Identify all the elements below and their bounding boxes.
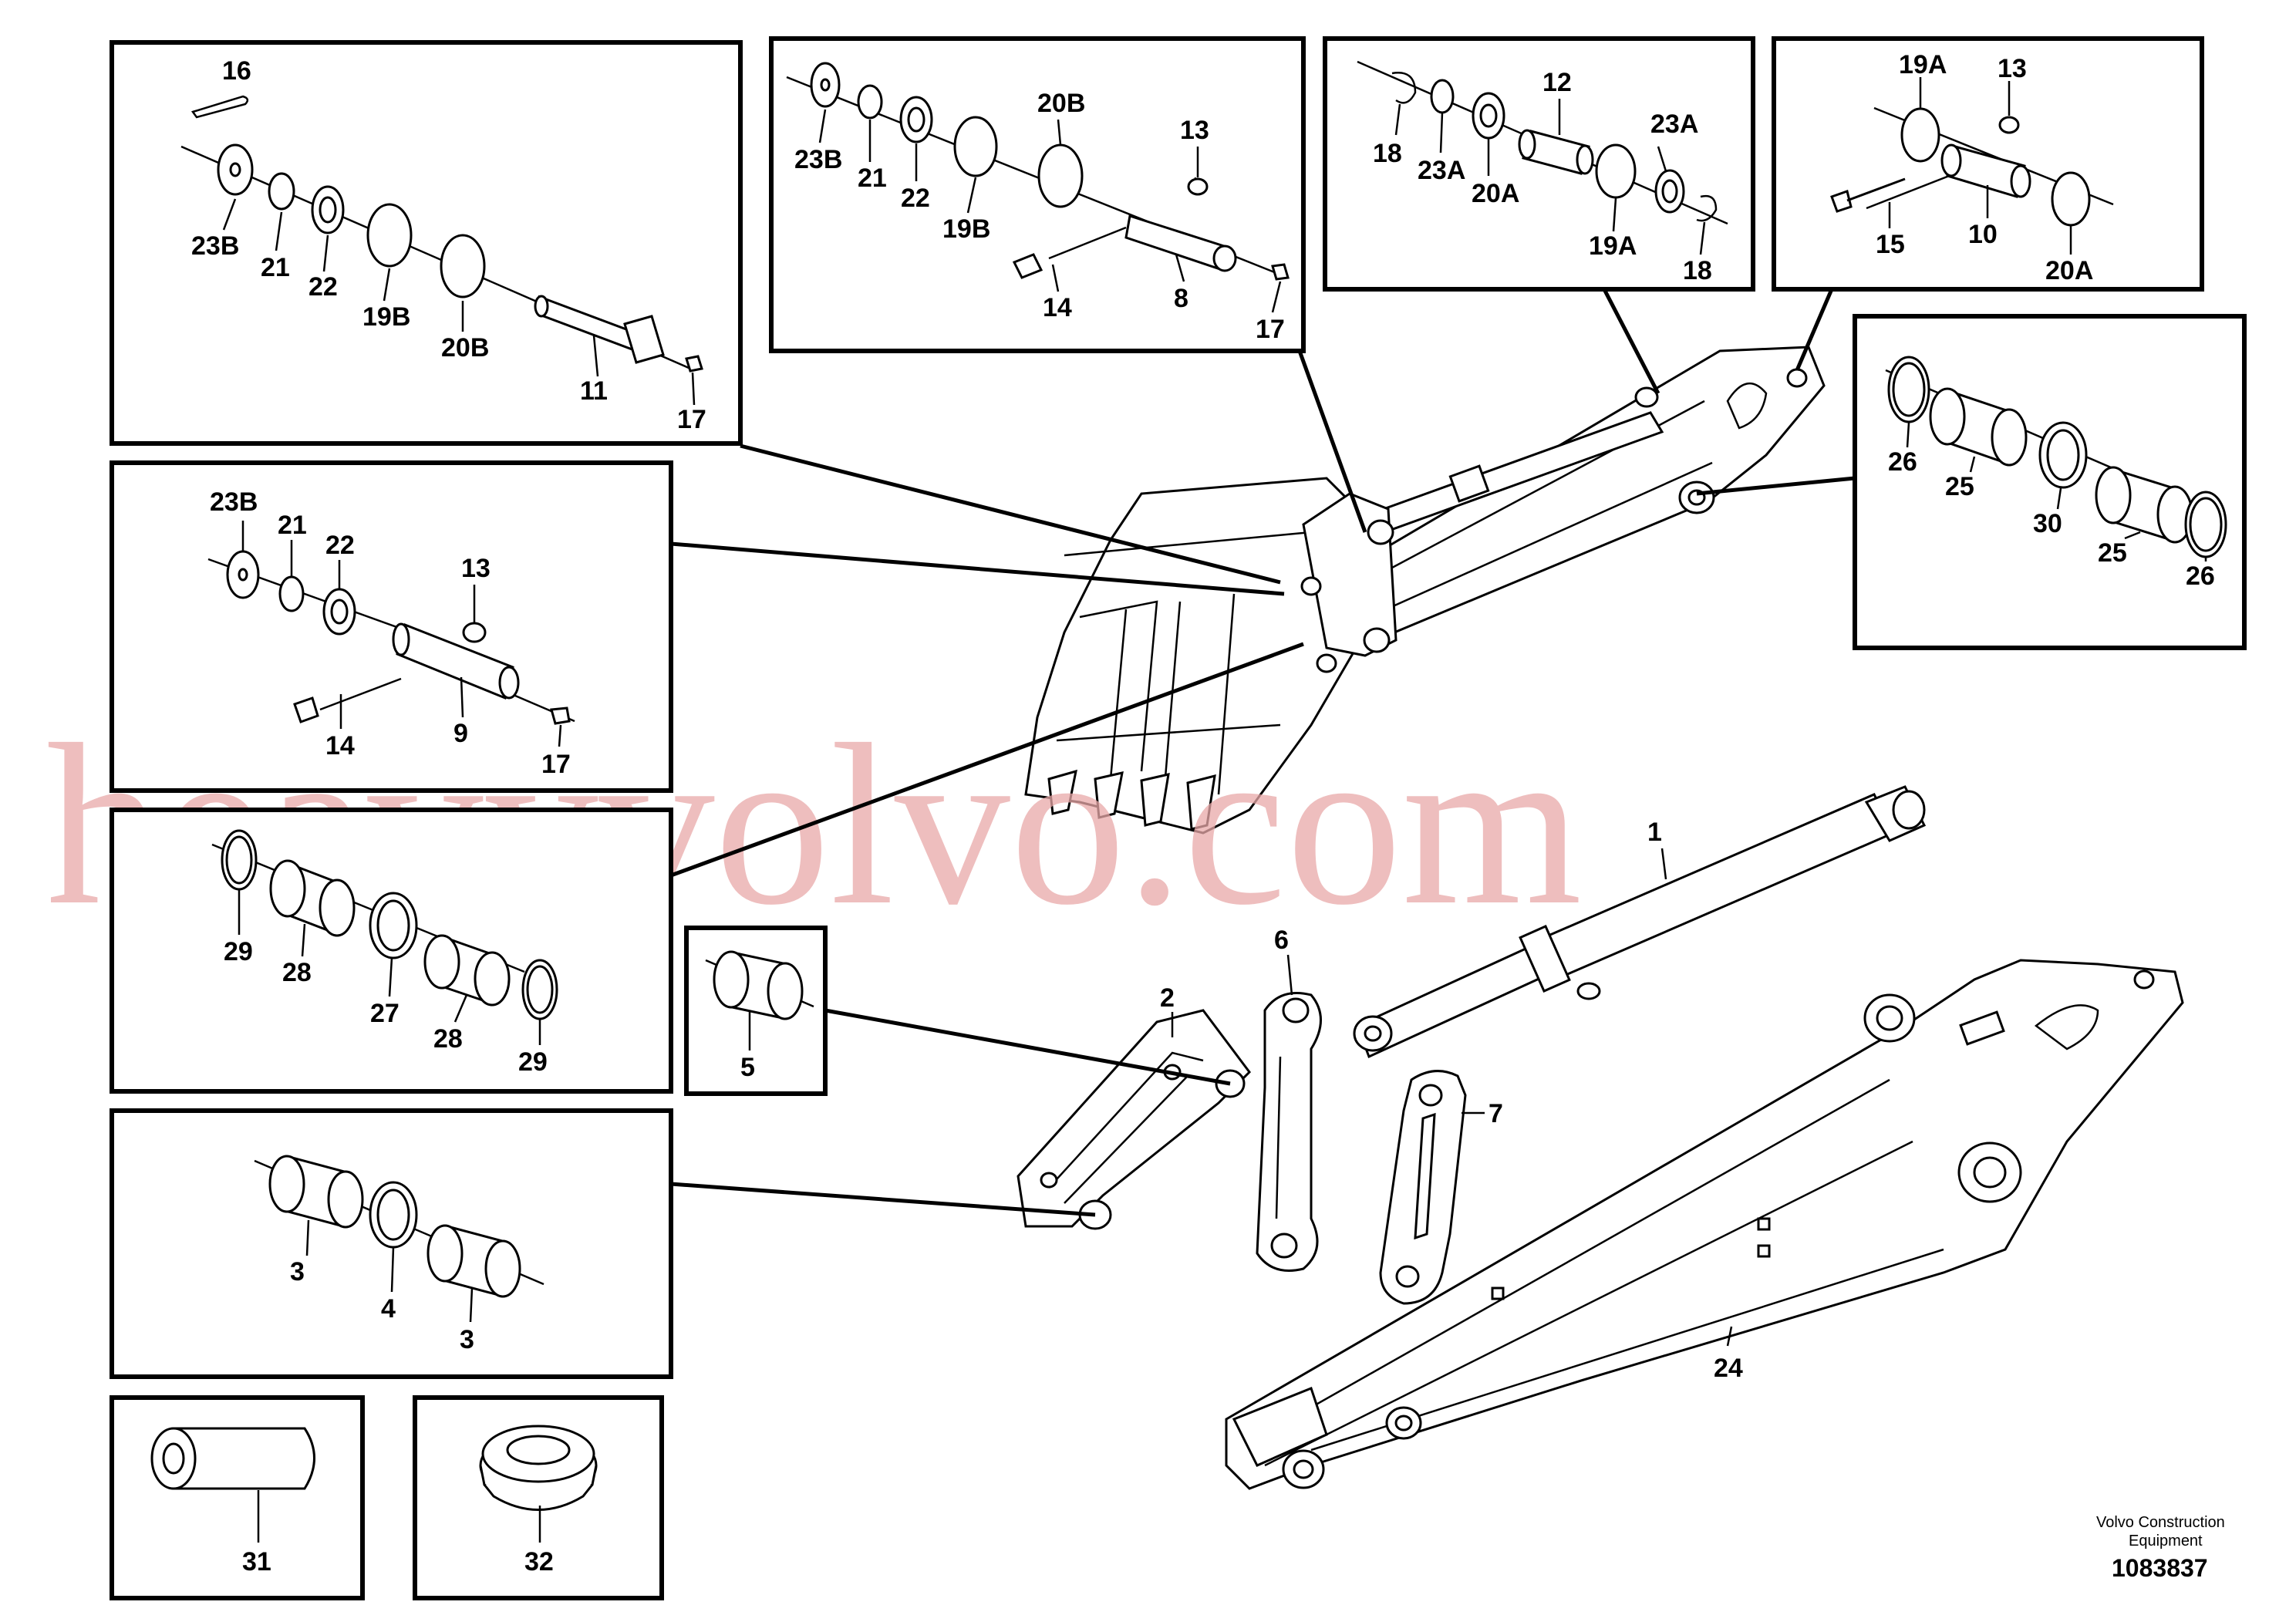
main-labels: 1 2 6 7 24 xyxy=(1160,818,1743,1383)
label: 6 xyxy=(1274,926,1289,955)
box-7: 29 28 27 28 29 xyxy=(110,808,673,1094)
box-9-labels: 3 4 3 xyxy=(290,1257,474,1354)
arm-24 xyxy=(1225,959,2184,1490)
box-2: 23B 21 22 19B 20B 13 14 8 17 xyxy=(769,36,1306,353)
label: 19B xyxy=(362,302,410,332)
label: 22 xyxy=(901,184,930,213)
label: 23B xyxy=(191,231,239,261)
box-4-labels: 19A 13 15 10 20A xyxy=(1876,50,2093,285)
box-3: 12 18 23A 20A 23A 19A 18 xyxy=(1323,36,1755,292)
leader-lines xyxy=(670,288,1856,1217)
link-6 xyxy=(1256,992,1322,1272)
link-2 xyxy=(1017,1009,1251,1230)
label: 23A xyxy=(1650,110,1698,139)
label: 13 xyxy=(461,554,491,583)
label: 32 xyxy=(524,1547,554,1576)
label: 23A xyxy=(1418,156,1465,185)
label: 14 xyxy=(325,731,355,760)
label: 13 xyxy=(1998,54,2027,83)
bucket xyxy=(1024,477,1397,835)
box-8: 5 xyxy=(684,926,828,1096)
box-6-labels: 26 25 30 25 26 xyxy=(1888,447,2215,591)
label: 30 xyxy=(2033,509,2062,538)
label: 8 xyxy=(1174,284,1188,313)
label: 22 xyxy=(308,272,338,302)
label: 17 xyxy=(1256,315,1285,344)
link-7 xyxy=(1379,1070,1467,1305)
label: 1 xyxy=(1647,818,1662,847)
box-11: 32 xyxy=(413,1395,664,1600)
label: 29 xyxy=(518,1047,548,1077)
label: 12 xyxy=(1542,68,1572,97)
label: 17 xyxy=(677,405,706,434)
box-10: 31 xyxy=(110,1395,365,1600)
label: 24 xyxy=(1714,1354,1743,1383)
label: 28 xyxy=(433,1024,463,1054)
label: 10 xyxy=(1968,220,1998,249)
label: 2 xyxy=(1160,983,1175,1013)
box-1: 16 23B 21 22 19B 20B 11 17 xyxy=(110,40,743,446)
cylinder-1 xyxy=(1353,785,1927,1059)
label: 13 xyxy=(1180,116,1209,145)
box-3-labels: 12 18 23A 20A 23A 19A 18 xyxy=(1373,68,1712,285)
label: 5 xyxy=(740,1053,755,1082)
label: 21 xyxy=(278,511,307,540)
box-2-labels: 23B 21 22 19B 20B 13 14 8 17 xyxy=(794,89,1285,344)
label: 18 xyxy=(1683,256,1712,285)
label: 7 xyxy=(1489,1099,1503,1128)
label: 17 xyxy=(541,750,571,779)
label: 19A xyxy=(1899,50,1947,79)
label: 4 xyxy=(381,1294,396,1324)
label: 16 xyxy=(222,56,251,86)
label: 25 xyxy=(2098,538,2127,568)
label: 20B xyxy=(1037,89,1085,118)
label: 28 xyxy=(282,958,312,987)
label: 27 xyxy=(370,999,400,1028)
label: 20A xyxy=(2045,256,2093,285)
main-label-lines xyxy=(1171,848,1733,1347)
arm xyxy=(1340,346,1826,649)
label: 20A xyxy=(1472,179,1519,208)
label: 31 xyxy=(242,1547,271,1576)
label: 21 xyxy=(858,164,887,193)
label: 29 xyxy=(224,937,253,966)
publisher-credit: Volvo Construction Equipment 1083837 xyxy=(2096,1514,2225,1582)
box-7-labels: 29 28 27 28 29 xyxy=(224,937,548,1077)
box-6: 26 25 30 25 26 xyxy=(1853,314,2247,650)
credit-line-2: Equipment xyxy=(2129,1533,2203,1549)
label: 9 xyxy=(453,719,468,748)
label: 22 xyxy=(325,531,355,560)
label: 23B xyxy=(210,487,258,517)
label: 11 xyxy=(580,376,608,406)
label: 19B xyxy=(942,214,990,244)
label: 14 xyxy=(1043,293,1072,322)
box-5: 23B 21 22 13 14 9 17 xyxy=(110,460,673,793)
box-9: 3 4 3 xyxy=(110,1108,673,1379)
credit-line-1: Volvo Construction xyxy=(2096,1514,2225,1531)
label: 15 xyxy=(1876,230,1905,259)
label: 3 xyxy=(290,1257,305,1286)
label: 21 xyxy=(261,253,290,282)
label: 26 xyxy=(1888,447,1917,477)
box-4: 19A 13 15 10 20A xyxy=(1772,36,2204,292)
label: 3 xyxy=(460,1325,474,1354)
label: 25 xyxy=(1945,472,1974,501)
label: 23B xyxy=(794,145,842,174)
label: 20B xyxy=(441,333,489,363)
label: 18 xyxy=(1373,139,1402,168)
document-number: 1083837 xyxy=(2112,1554,2208,1582)
label: 19A xyxy=(1589,231,1637,261)
box-1-labels: 16 23B 21 22 19B 20B 11 17 xyxy=(191,56,706,434)
box-5-labels: 23B 21 22 13 14 9 17 xyxy=(210,487,571,779)
label: 26 xyxy=(2186,561,2215,591)
main-assembly xyxy=(1017,346,2184,1490)
